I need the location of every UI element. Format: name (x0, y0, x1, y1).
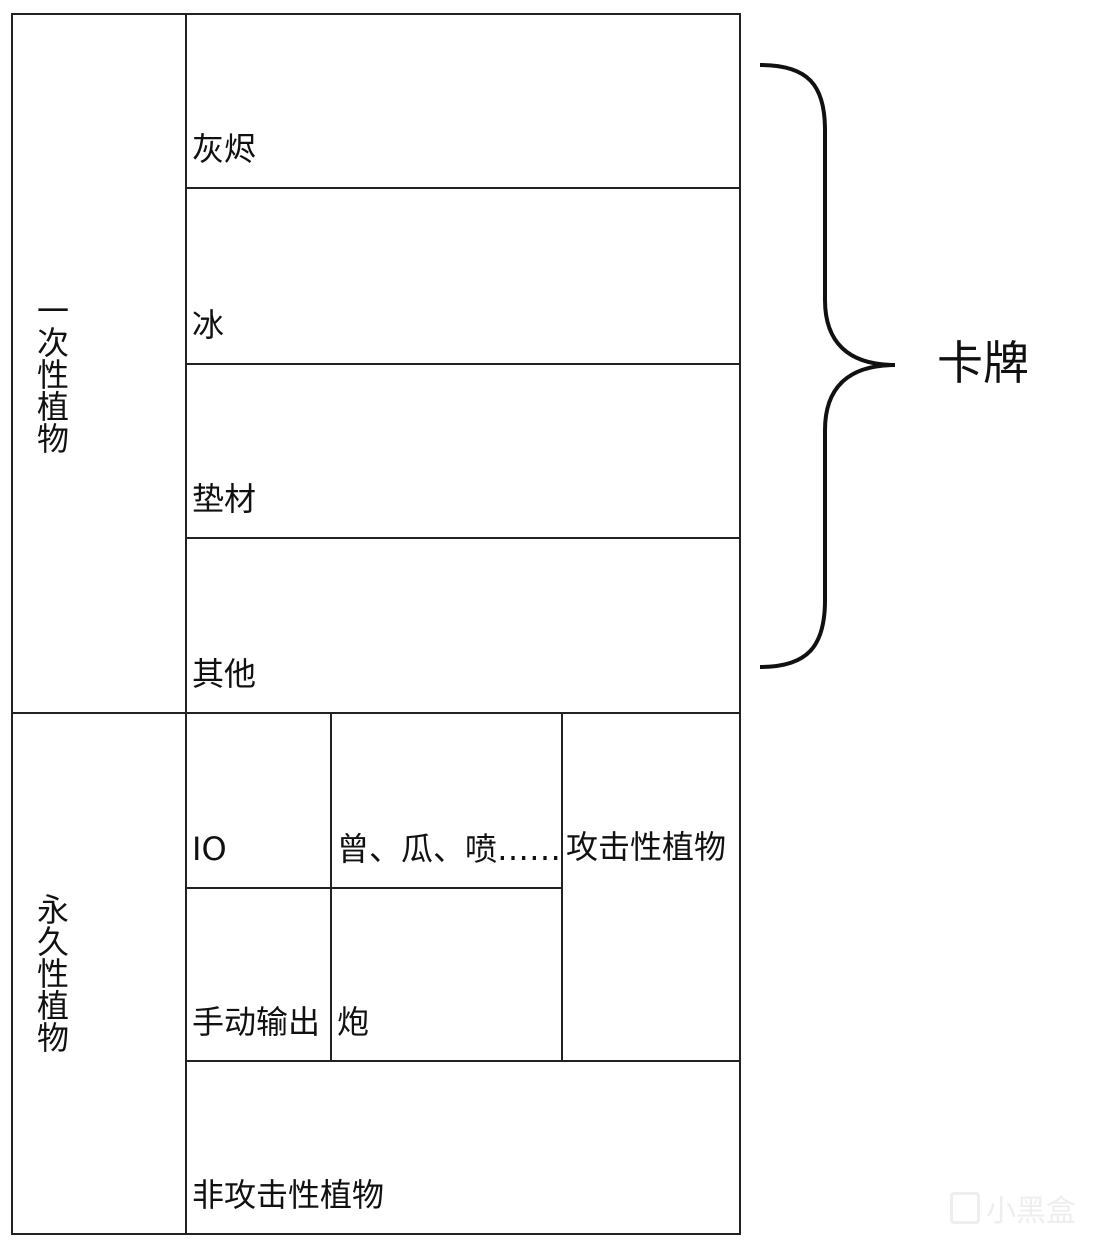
group-label: 永久性植物 (36, 891, 69, 1057)
cell-label: 冰 (192, 306, 225, 344)
watermark-text: 小黑盒 (986, 1194, 1076, 1229)
cell-label: 炮 (337, 1003, 370, 1041)
cell-label: 非攻击性植物 (192, 1176, 385, 1214)
group-permanent: 永久性植物 (11, 712, 187, 1235)
cell-cattail: 曾、瓜、喷…… (330, 712, 563, 889)
cell-label: 曾、瓜、喷…… (337, 830, 562, 868)
brace-label: 卡牌 (937, 336, 1029, 390)
cell-label: 垫材 (192, 480, 257, 518)
cell-label: 灰烬 (192, 130, 257, 168)
cell-label: 其他 (192, 655, 257, 693)
cell-non-attack: 非攻击性植物 (185, 1060, 741, 1235)
watermark: 小黑盒 (950, 1186, 1076, 1230)
cell-label: 攻击性植物 (566, 828, 727, 866)
cell-label: 手动输出 (192, 1003, 321, 1041)
group-label: 一次性植物 (36, 292, 69, 458)
cell-label: IO (192, 830, 227, 868)
logo-icon (950, 1192, 980, 1224)
